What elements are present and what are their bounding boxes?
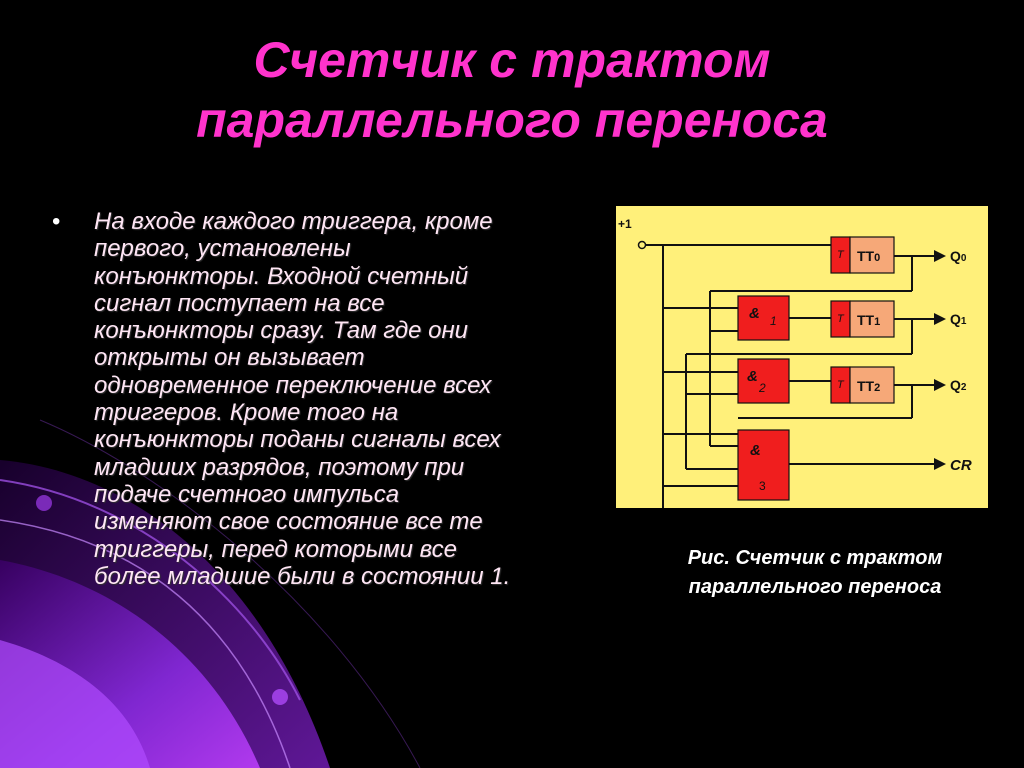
flipflop-t-input: T	[837, 379, 845, 391]
input-terminal	[637, 240, 647, 250]
text-line: сигнал поступает на все	[94, 289, 385, 317]
flipflop-index: 0	[874, 252, 880, 264]
decoration-dot	[272, 689, 288, 705]
text-line: конъюнкторы поданы сигналы всех	[94, 426, 501, 454]
flipflop-index: 1	[874, 316, 880, 328]
text-line: открыты он вызывает	[94, 344, 365, 372]
flipflop-t-input: T	[837, 249, 845, 261]
carry-output-label: CR	[950, 457, 972, 474]
and-gate-symbol: &	[749, 305, 760, 322]
output-name: Q	[950, 311, 961, 327]
text-line: конъюнкторы. Входной счетный	[94, 262, 469, 290]
flipflop-name: TT	[857, 248, 875, 264]
and-gate-symbol: &	[750, 442, 761, 459]
counter-circuit-diagram: +1 & 1 & 2 & 3 T TT0 T TT1 T TT2	[616, 206, 988, 508]
text-line: подаче счетного импульса	[94, 480, 400, 508]
output-name: Q	[950, 377, 961, 393]
slide-title: Счетчик с трактом параллельного переноса	[60, 30, 964, 150]
flipflop-name: TT	[857, 312, 875, 328]
text-line: На входе каждого триггера, кроме	[94, 208, 493, 235]
text-line: триггеры, перед которыми все	[94, 535, 457, 563]
text-line: одновременное переключение всех	[94, 371, 492, 399]
output-arrows	[934, 250, 946, 470]
slide-title-line-1: Счетчик с трактом	[253, 32, 771, 88]
svg-text:TT2: TT2	[857, 378, 880, 394]
and-gate-3: & 3	[737, 429, 790, 501]
and-gate-2: & 2	[737, 358, 790, 404]
decoration-dot	[36, 495, 52, 511]
svg-text:TT1: TT1	[857, 312, 880, 328]
wires	[642, 244, 936, 508]
slide-title-line-2: параллельного переноса	[196, 92, 828, 148]
text-line: триггеров. Кроме того на	[94, 399, 399, 427]
output-label-q0: Q0	[950, 248, 967, 264]
text-line: первого, установлены	[94, 235, 351, 263]
text-line: конъюнкторы сразу. Там где они	[94, 317, 469, 345]
bullet-marker: •	[52, 208, 61, 235]
text-line: изменяют свое состояние все те	[94, 508, 483, 536]
and-gate-symbol: &	[747, 368, 758, 385]
text-line: младших разрядов, поэтому при	[94, 453, 465, 481]
flipflop-tt1: T TT1	[830, 300, 895, 338]
flipflop-t-input: T	[837, 313, 845, 325]
bullet-text: На входе каждого триггера, кроме первого…	[94, 208, 614, 590]
flipflop-name: TT	[857, 378, 875, 394]
diagram-background	[616, 206, 988, 508]
and-gate-index: 1	[770, 314, 777, 328]
flipflop-tt0: T TT0	[830, 236, 895, 274]
caption-line-2: параллельного переноса	[688, 576, 942, 598]
input-label: +1	[618, 217, 632, 231]
and-gate-index: 3	[759, 479, 766, 493]
figure-caption: Рис. Счетчик с трактом параллельного пер…	[640, 544, 990, 602]
flipflop-tt2: T TT2	[830, 366, 895, 404]
svg-text:TT0: TT0	[857, 248, 880, 264]
text-line: более младшие были в состоянии 1.	[94, 562, 511, 590]
and-gate-index: 2	[758, 381, 766, 395]
and-gate-1: & 1	[737, 295, 790, 341]
output-index: 0	[961, 253, 967, 264]
output-label-q1: Q1	[950, 311, 967, 327]
output-name: Q	[950, 248, 961, 264]
flipflop-index: 2	[874, 382, 880, 394]
output-index: 2	[961, 382, 967, 393]
output-label-q2: Q2	[950, 377, 967, 393]
output-index: 1	[961, 316, 967, 327]
caption-line-1: Рис. Счетчик с трактом	[687, 547, 943, 569]
